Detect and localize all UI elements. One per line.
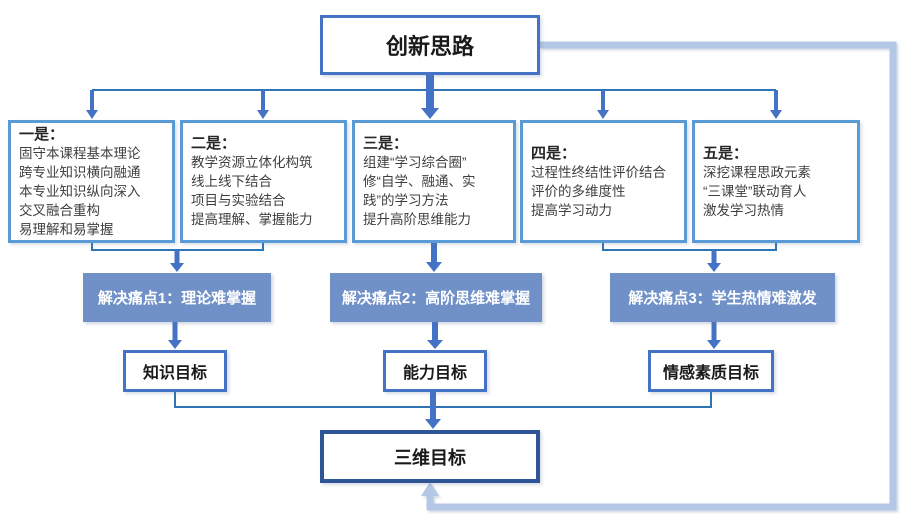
measure-line: 组建“学习综合圈” [363,155,467,170]
measure-box-5: 五是： 深挖课程思政元素 “三课堂”联动育人 激发学习热情 [692,120,860,243]
measure-line: 评价的多维度性 [531,183,626,199]
pain-point-1-bar: 解决痛点1：理论难掌握 [83,273,271,322]
measure-heading: 二是： [191,135,237,152]
measure-line: 提高学习动力 [531,202,612,218]
goal-box-knowledge: 知识目标 [123,350,227,392]
measure-heading: 一是： [19,125,65,143]
measure-line: 提升高阶思维能力 [363,212,471,227]
final-arrow [425,391,441,429]
measure-line: 深挖课程思政元素 [703,164,811,180]
pain-point-2-bar: 解决痛点2：高阶思维难掌握 [330,273,542,322]
final-goal-box: 三维目标 [320,430,540,483]
measure-line: 修“自学、融通、实践”的学习方法 [363,174,476,208]
goal-ability-label: 能力目标 [402,365,467,382]
pain-point-2-label: 解决痛点2：高阶思维难掌握 [341,290,531,307]
branch-arrows [86,75,782,119]
goal-knowledge-label: 知识目标 [142,365,207,382]
measure-line: 激发学习热情 [703,202,784,218]
goal-emotion-label: 情感素质目标 [662,365,759,382]
measure-heading: 三是： [363,135,409,152]
pain-point-3-label: 解决痛点3：学生热情难激发 [628,290,817,307]
pain-point-3-bar: 解决痛点3：学生热情难激发 [610,273,835,322]
measure-line: 过程性终结性评价结合 [531,164,666,180]
measure-line: “三课堂”联动育人 [703,183,807,199]
measure-line: 教学资源立体化构筑 [191,155,313,170]
title-label: 创新思路 [385,34,474,59]
goal-box-ability: 能力目标 [383,350,487,392]
final-goal-label: 三维目标 [394,447,466,468]
measure-line: 线上线下结合 [191,174,272,189]
measure-line: 本专业知识纵向深入 [19,183,141,199]
measure-line: 易理解和易掌握 [19,221,114,237]
measure-box-4: 四是： 过程性终结性评价结合 评价的多维度性 提高学习动力 [520,120,687,243]
measure-heading: 四是： [531,144,577,162]
measure-line: 提高理解、掌握能力 [191,212,313,227]
measure-line: 交叉融合重构 [19,202,100,218]
measure-heading: 五是： [703,144,749,162]
pain-point-1-label: 解决痛点1：理论难掌握 [97,290,257,307]
pain-point-arrows [170,243,721,272]
title-box: 创新思路 [320,15,540,75]
goal-arrows [168,322,721,349]
measure-box-2: 二是： 教学资源立体化构筑 线上线下结合 项目与实验结合 提高理解、掌握能力 [180,120,347,243]
measure-line: 跨专业知识横向融通 [19,164,141,180]
measure-line: 固守本课程基本理论 [19,145,141,161]
goal-box-emotion: 情感素质目标 [648,350,774,392]
measure-box-3: 三是： 组建“学习综合圈” 修“自学、融通、实践”的学习方法 提升高阶思维能力 [352,120,516,243]
measure-box-1: 一是： 固守本课程基本理论 跨专业知识横向融通 本专业知识纵向深入 交叉融合重构… [8,120,175,243]
measure-line: 项目与实验结合 [191,193,286,208]
